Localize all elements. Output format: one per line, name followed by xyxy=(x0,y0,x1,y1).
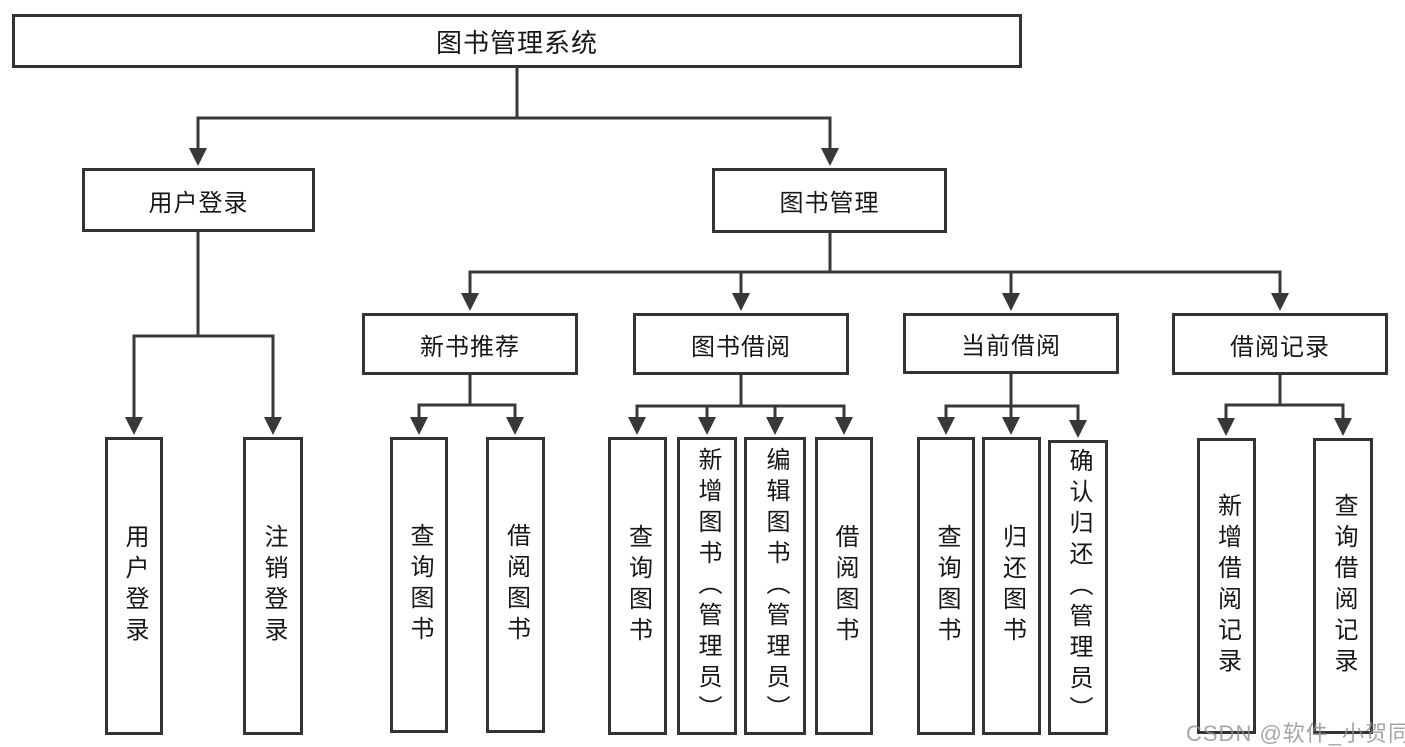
leaf-user-login: 用户登录 xyxy=(105,437,163,735)
leaf-query-books-recommend: 查询图书 xyxy=(390,437,448,733)
leaf-edit-books-admin: 编辑图书（管理员） xyxy=(744,437,806,735)
leaf-add-books-admin: 新增图书（管理员） xyxy=(677,437,737,735)
node-library-system: 图书管理系统 xyxy=(12,14,1022,68)
leaf-return-books: 归还图书 xyxy=(982,437,1041,735)
node-label: 图书借阅 xyxy=(691,333,791,361)
node-book-management: 图书管理 xyxy=(712,168,947,233)
node-label: 编辑图书（管理员） xyxy=(762,446,789,726)
leaf-borrow-books: 借阅图书 xyxy=(815,437,873,735)
node-label: 查询图书 xyxy=(933,524,960,648)
node-label: 当前借阅 xyxy=(961,333,1061,360)
node-label: 借阅图书 xyxy=(502,523,530,647)
node-book-borrowing: 图书借阅 xyxy=(633,313,849,375)
node-label: 新增图书（管理员） xyxy=(694,446,721,726)
node-borrowing-records: 借阅记录 xyxy=(1172,313,1388,375)
node-label: 借阅记录 xyxy=(1230,333,1330,361)
leaf-query-borrow-record: 查询借阅记录 xyxy=(1313,438,1373,734)
node-label: 查询图书 xyxy=(406,523,433,647)
leaf-query-books-current: 查询图书 xyxy=(917,437,975,735)
node-label: 图书管理系统 xyxy=(435,27,598,58)
node-label: 查询图书 xyxy=(624,524,652,648)
node-current-borrowing: 当前借阅 xyxy=(903,313,1119,374)
leaf-confirm-return-admin: 确认归还（管理员） xyxy=(1048,440,1108,735)
node-label: 新增借阅记录 xyxy=(1213,493,1241,679)
node-label: 用户登录 xyxy=(148,189,249,217)
csdn-watermark: CSDN @软件_小贺同学 xyxy=(1186,721,1405,746)
node-user-login: 用户登录 xyxy=(82,168,315,232)
node-label: 归还图书 xyxy=(998,524,1026,648)
node-label: 确认归还（管理员） xyxy=(1065,448,1092,727)
node-label: 查询借阅记录 xyxy=(1330,493,1357,679)
leaf-add-borrow-record: 新增借阅记录 xyxy=(1197,438,1256,734)
node-label: 借阅图书 xyxy=(831,524,858,648)
node-label: 注销登录 xyxy=(260,524,287,648)
node-label: 图书管理 xyxy=(779,190,880,217)
arrowhead-icons xyxy=(125,148,1352,438)
leaf-borrow-books-recommend: 借阅图书 xyxy=(486,437,545,733)
node-label: 新书推荐 xyxy=(420,333,520,361)
node-new-book-recommendation: 新书推荐 xyxy=(362,313,578,375)
leaf-query-books-borrowing: 查询图书 xyxy=(608,437,667,735)
node-label: 用户登录 xyxy=(121,524,148,648)
leaf-logout: 注销登录 xyxy=(243,437,303,735)
